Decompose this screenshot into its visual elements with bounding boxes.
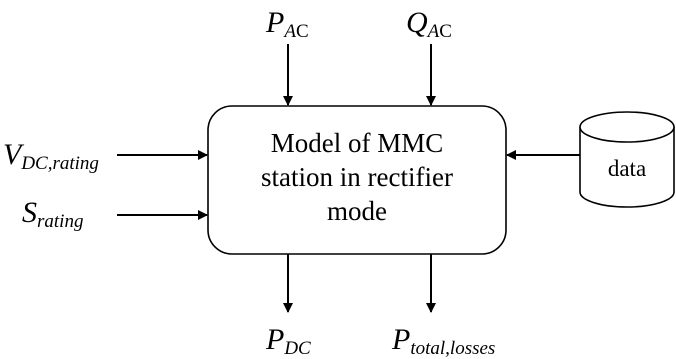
p-ac-label: PAC <box>265 6 309 42</box>
model-block-line-1: Model of MMC <box>271 128 444 158</box>
v-dc-rating-label: VDC,rating <box>3 138 99 174</box>
data-store-cylinder: data <box>579 111 675 208</box>
data-store-top <box>579 111 675 143</box>
model-block-line-3: mode <box>327 196 387 226</box>
data-store-label: data <box>608 156 646 181</box>
s-rating-label: Srating <box>22 196 83 232</box>
q-ac-label: QAC <box>406 6 452 42</box>
model-block-line-2: station in rectifier <box>261 162 453 192</box>
data-store-body <box>579 127 675 208</box>
p-total-losses-label: Ptotal,losses <box>391 323 495 359</box>
model-block <box>207 105 507 255</box>
p-dc-label: PDC <box>265 323 311 359</box>
